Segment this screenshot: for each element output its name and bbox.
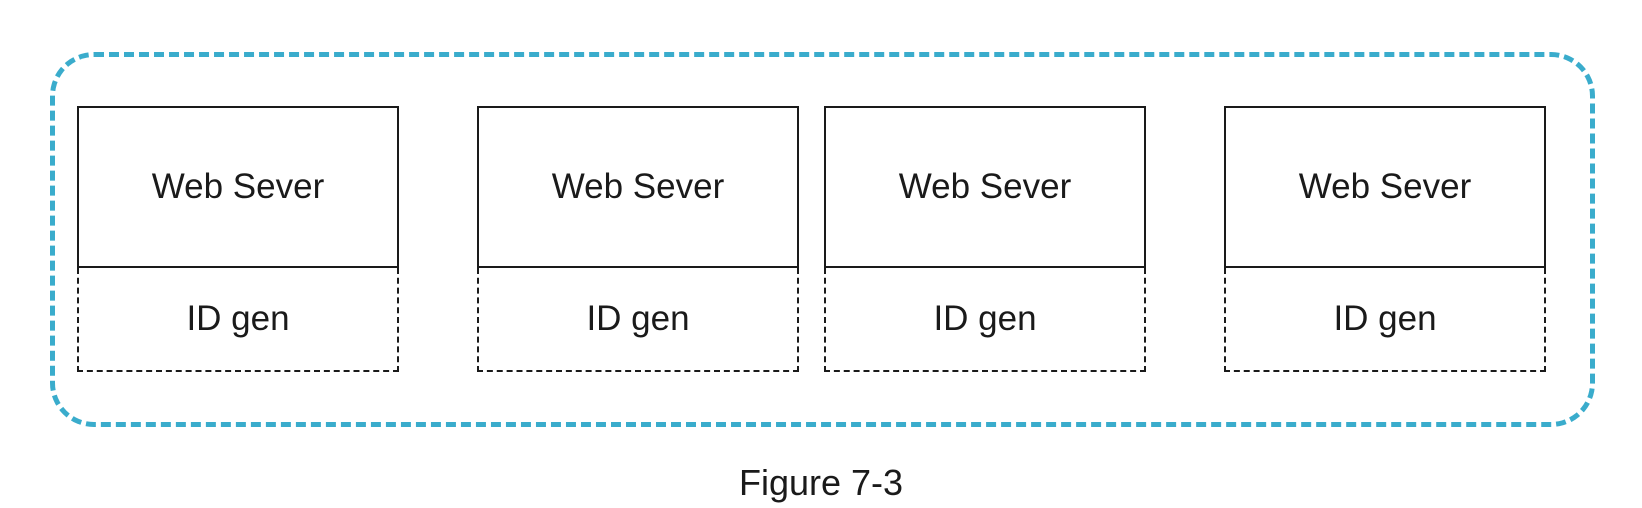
server-node: Web Sever ID gen (1224, 106, 1546, 372)
web-server-label: Web Sever (151, 167, 325, 206)
id-gen-label: ID gen (933, 299, 1037, 338)
web-server-box: Web Sever (1224, 106, 1546, 268)
web-server-box: Web Sever (824, 106, 1146, 268)
web-server-label: Web Sever (898, 167, 1072, 206)
server-node: Web Sever ID gen (477, 106, 799, 372)
server-node: Web Sever ID gen (824, 106, 1146, 372)
figure-caption: Figure 7-3 (738, 462, 904, 503)
id-gen-label: ID gen (186, 299, 290, 338)
id-gen-box: ID gen (1224, 268, 1546, 372)
web-server-box: Web Sever (477, 106, 799, 268)
cluster-boundary (50, 52, 1595, 427)
id-gen-label: ID gen (1333, 299, 1437, 338)
id-gen-box: ID gen (77, 268, 399, 372)
id-gen-label: ID gen (586, 299, 690, 338)
server-node: Web Sever ID gen (77, 106, 399, 372)
web-server-label: Web Sever (1298, 167, 1472, 206)
web-server-label: Web Sever (551, 167, 725, 206)
web-server-box: Web Sever (77, 106, 399, 268)
id-gen-box: ID gen (477, 268, 799, 372)
id-gen-box: ID gen (824, 268, 1146, 372)
